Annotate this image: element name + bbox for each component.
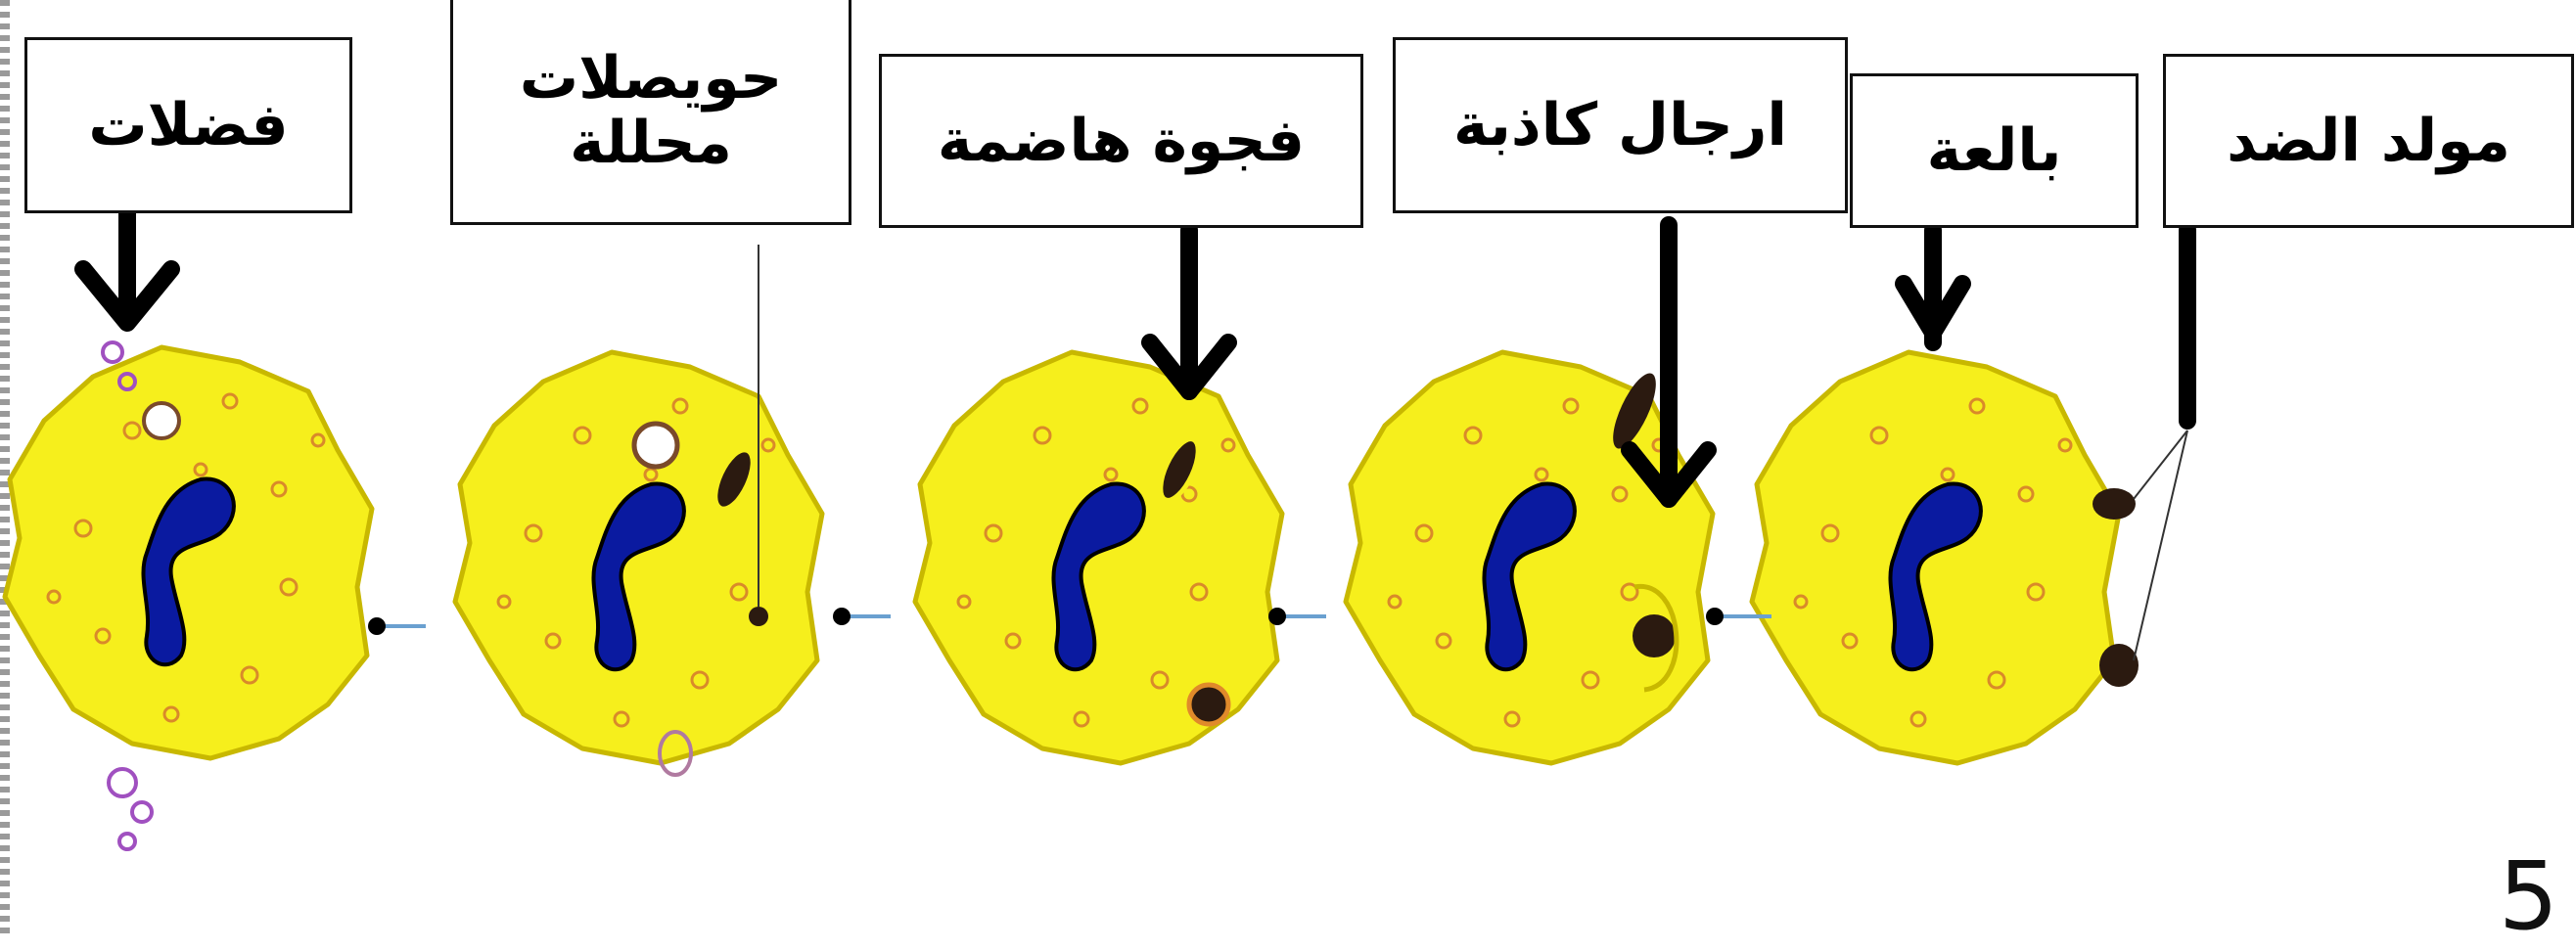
label-digestive-vesicles: حويصلات محللة [450,0,851,225]
cell-stage-4 [455,352,822,763]
label-pseudopodia: ارجال كاذبة [1393,37,1848,213]
page-number: 5 [2498,841,2558,951]
cell-stage-5 [5,347,372,758]
label-phagocyte-text: بالعة [1926,116,2062,185]
label-phagocyte: بالعة [1850,73,2139,228]
page-border [0,0,10,933]
progression-arrows [368,608,1771,635]
waste-particles [101,340,181,851]
cell-stage-2 [1346,352,1713,763]
label-pseudopodia-text: ارجال كاذبة [1453,91,1787,159]
label-waste-text: فضلات [88,91,289,159]
engulfing-particles [1613,373,1679,693]
label-vesicles-line2: محللة [570,108,732,177]
label-antigen-text: مولد الضد [2227,107,2510,175]
label-food-vacuole-text: فجوة هاضمة [937,107,1306,175]
label-antigen: مولد الضد [2163,54,2574,228]
antigen-particles [2093,430,2188,687]
label-vesicles-line1: حويصلات [519,43,783,113]
cell-stage-1 [1752,352,2119,763]
label-pointers [74,202,2196,508]
label-food-vacuole: فجوة هاضمة [879,54,1363,228]
vesicle-particles [631,245,768,777]
vacuole-particles [1158,436,1231,727]
label-waste: فضلات [24,37,352,213]
